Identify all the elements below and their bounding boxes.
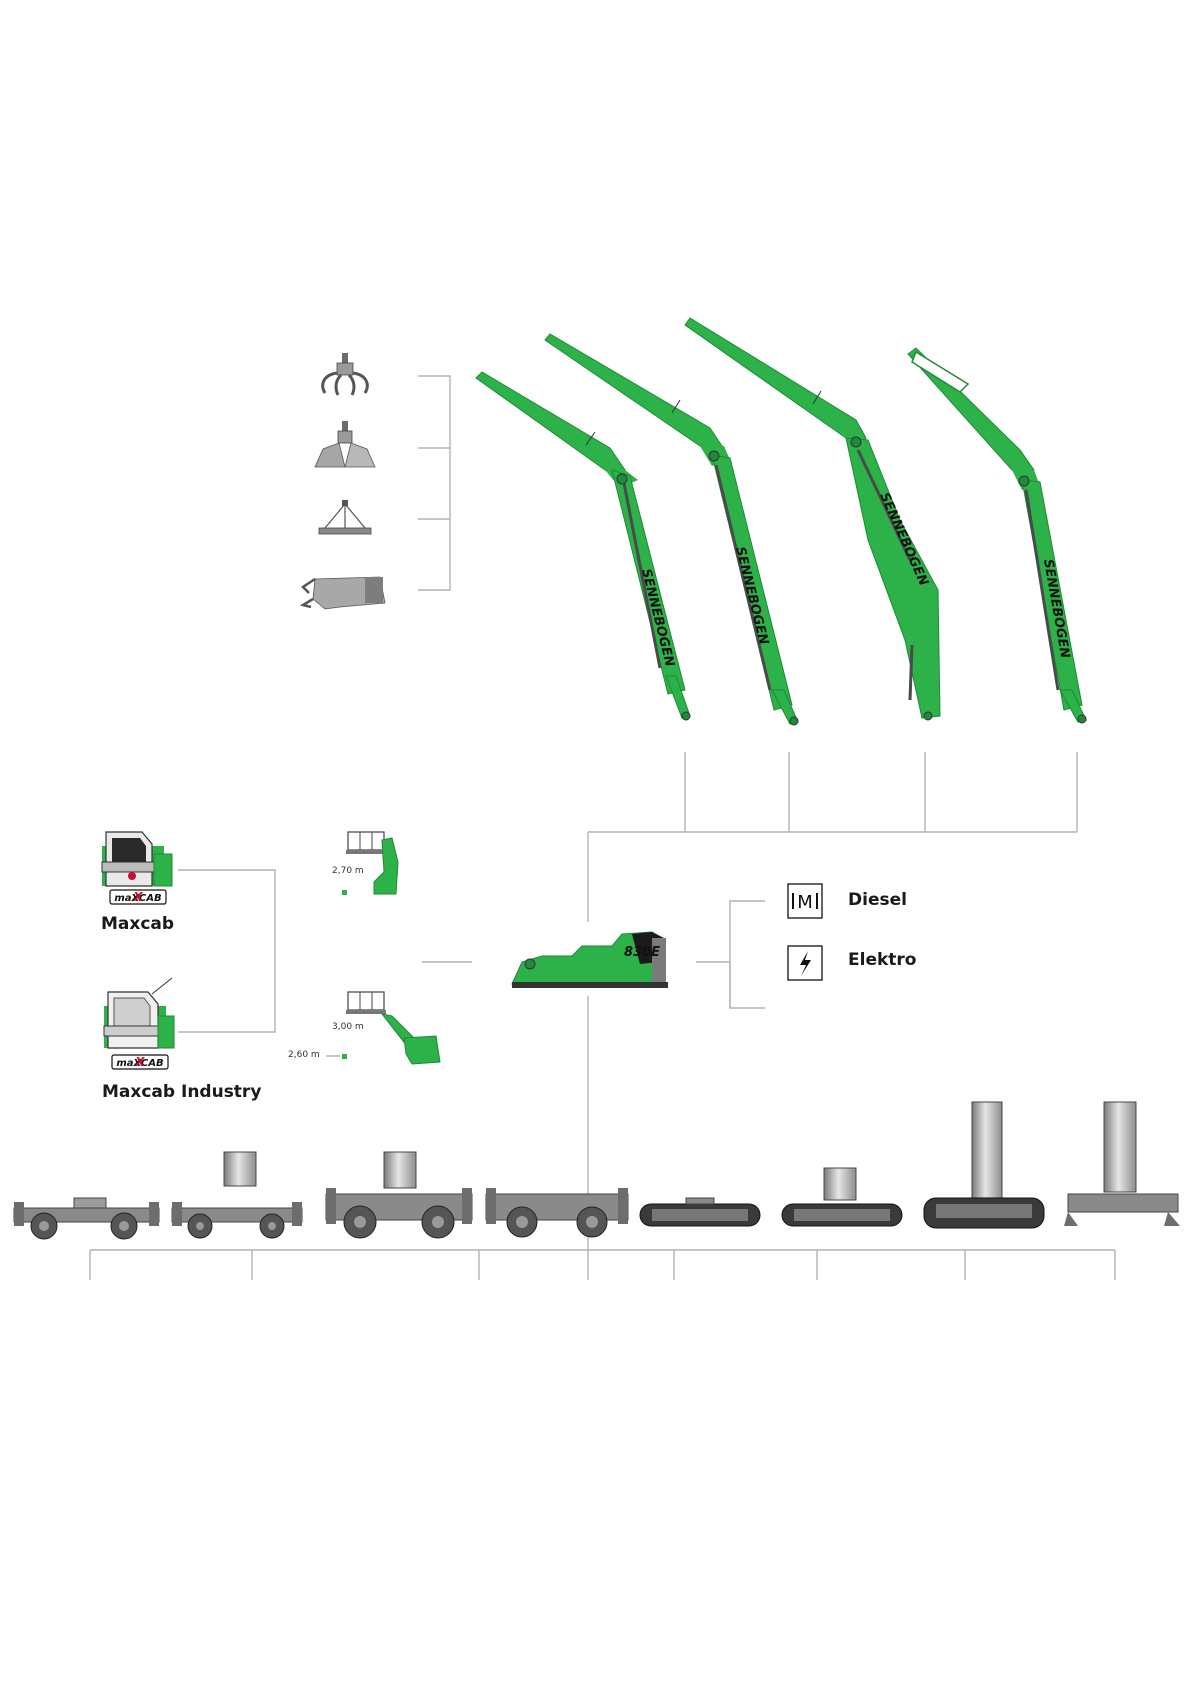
- svg-text:maXCAB: maXCAB: [116, 1058, 163, 1069]
- clamshell-bucket-icon[interactable]: [314, 421, 376, 468]
- drive-connector: [729, 962, 765, 1009]
- diesel-symbol: M: [797, 892, 813, 913]
- diesel-label: Diesel: [848, 890, 907, 910]
- mobile-undercarriage-riser-icon[interactable]: [171, 1151, 303, 1239]
- base-machine-icon[interactable]: 830E: [511, 931, 668, 988]
- orange-peel-grapple-icon[interactable]: [321, 353, 369, 396]
- elevated-cab-fixed-icon[interactable]: [342, 831, 399, 895]
- maxcab-badge: maXCAB X: [109, 889, 167, 905]
- banana-boom-icon[interactable]: SENNEBOGEN: [684, 317, 941, 721]
- maxcab-industry-badge: maXCAB X: [111, 1054, 169, 1070]
- svg-text:maXCAB: maXCAB: [114, 893, 161, 904]
- maxcab-label: Maxcab: [101, 914, 175, 934]
- straight-boom-icon[interactable]: SENNEBOGEN: [475, 371, 691, 721]
- maxcab-x-icon: X: [132, 890, 143, 904]
- maxcab-x-icon: X: [134, 1055, 145, 1069]
- mobile-undercarriage-wide-icon[interactable]: [485, 1188, 629, 1238]
- maxcab-icon[interactable]: [101, 831, 173, 887]
- cab-offset-dim: 2,60 m: [288, 1050, 320, 1060]
- pylon-base-icon[interactable]: [1064, 1101, 1180, 1226]
- connector-lines: [89, 375, 1116, 1280]
- crawler-undercarriage-tall-riser-icon[interactable]: [923, 1101, 1045, 1229]
- crawler-undercarriage-icon[interactable]: [639, 1197, 761, 1227]
- cab-height-dim: 2,70 m: [332, 866, 364, 876]
- elevated-cab-hydraulic-icon[interactable]: [326, 991, 441, 1065]
- electric-drive-icon[interactable]: [787, 945, 823, 981]
- mobile-undercarriage-large-riser-icon[interactable]: [325, 1151, 473, 1239]
- model-text: 830E: [624, 945, 660, 960]
- short-boom-icon[interactable]: SENNEBOGEN: [907, 347, 1087, 724]
- maxcab-industry-icon[interactable]: [103, 977, 175, 1049]
- cab-height-dim: 3,00 m: [332, 1022, 364, 1032]
- mobile-undercarriage-icon[interactable]: [13, 1197, 160, 1240]
- lifting-magnet-icon[interactable]: [318, 500, 372, 535]
- elektro-label: Elektro: [848, 950, 917, 970]
- crawler-undercarriage-riser-icon[interactable]: [781, 1167, 903, 1227]
- scrap-shear-icon[interactable]: [299, 576, 386, 610]
- diesel-motor-icon[interactable]: M: [787, 883, 823, 919]
- maxcab-industry-label: Maxcab Industry: [102, 1082, 262, 1102]
